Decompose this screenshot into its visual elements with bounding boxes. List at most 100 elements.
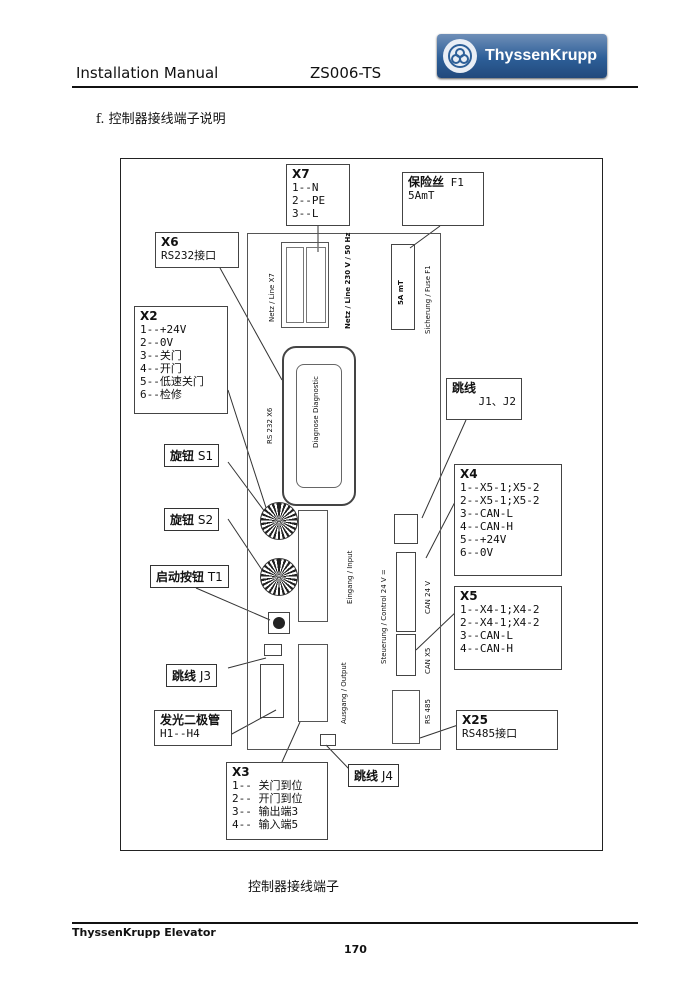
callout-x2-line: 5--低速关门 [140, 375, 204, 388]
callout-x25: X25 RS485接口 [456, 710, 558, 750]
brand-emblem-icon [443, 39, 477, 73]
jumper-j3[interactable] [264, 644, 282, 656]
callout-x3-line: 4-- 输入端5 [232, 818, 299, 831]
rotary-switch-s1[interactable] [260, 502, 298, 540]
control-label: Steuerung / Control 24 V = [380, 569, 388, 664]
callout-x5-line: 4--CAN-H [460, 642, 513, 655]
callout-x7-line: 2--PE [292, 194, 326, 207]
callout-t1-title: 启动按钮 [156, 570, 205, 584]
header-rule [72, 86, 638, 88]
start-button-t1[interactable] [268, 612, 290, 634]
callout-x4-line: 5--+24V [460, 533, 507, 546]
x7-terminal-block [286, 247, 304, 323]
callout-j3-title: 跳线 [172, 669, 197, 683]
callout-x3-title: X3 [232, 765, 250, 779]
callout-x5-line: 2--X4-1;X4-2 [460, 616, 540, 629]
footer-company: ThyssenKrupp Elevator [72, 926, 216, 939]
callout-t1: 启动按钮 T1 [150, 565, 229, 588]
page-number: 170 [344, 943, 367, 956]
x7-label: Netz / Line X7 [268, 273, 276, 322]
callout-j1j2-title: 跳线 [452, 381, 477, 395]
callout-j3-id: J3 [199, 669, 212, 683]
footer-rule [72, 922, 638, 924]
db9-connector: Diagnose Diagnostic [282, 346, 356, 506]
callout-x4-line: 1--X5-1;X5-2 [460, 481, 540, 494]
line-voltage-label: Netz / Line 230 V / 50 Hz [344, 232, 352, 330]
callout-x2-line: 3--关门 [140, 349, 182, 362]
callout-x7-line: 1--N [292, 181, 319, 194]
callout-x5-title: X5 [460, 589, 478, 603]
callout-j3: 跳线 J3 [166, 664, 218, 687]
callout-x5-line: 3--CAN-L [460, 629, 513, 642]
callout-s1-title: 旋钮 [170, 449, 195, 463]
x3-terminal [298, 644, 328, 722]
callout-x4-line: 2--X5-1;X5-2 [460, 494, 540, 507]
callout-x7-title: X7 [292, 167, 310, 181]
callout-s2: 旋钮 S2 [164, 508, 220, 531]
callout-x5-line: 1--X4-1;X4-2 [460, 603, 540, 616]
callout-x6-desc: RS232接口 [161, 249, 217, 262]
fuse-label: Sicherung / Fuse F1 [424, 265, 432, 334]
callout-x4-line: 6--0V [460, 546, 494, 559]
callout-x25-desc: RS485接口 [462, 727, 518, 740]
header-title: Installation Manual [76, 64, 219, 82]
callout-x2-title: X2 [140, 309, 158, 323]
callout-j1j2-desc: J1、J2 [478, 395, 517, 408]
callout-x6-title: X6 [161, 235, 179, 249]
callout-fuse-value: 5AmT [408, 189, 435, 202]
fuse-f1: 5A mT [391, 244, 415, 330]
callout-led-title: 发光二极管 [160, 713, 221, 727]
callout-s2-title: 旋钮 [170, 513, 195, 527]
callout-x3-line: 1-- 关门到位 [232, 779, 303, 792]
callout-led: 发光二极管 H1--H4 [154, 710, 232, 746]
x2-input-label: Eingang / Input [346, 550, 354, 604]
led-group-h1-h4 [260, 664, 284, 718]
callout-led-desc: H1--H4 [160, 727, 200, 740]
callout-x7: X7 1--N 2--PE 3--L [286, 164, 350, 226]
diagnostic-label: Diagnose Diagnostic [312, 376, 320, 448]
callout-x3-line: 2-- 开门到位 [232, 792, 303, 805]
callout-x2-line: 6--检修 [140, 388, 182, 401]
x2-terminal [298, 510, 328, 622]
callout-x4-title: X4 [460, 467, 478, 481]
callout-x4-line: 3--CAN-L [460, 507, 513, 520]
x4-connector [396, 552, 416, 632]
rotary-switch-s2[interactable] [260, 558, 298, 596]
callout-fuse-id: F1 [450, 176, 464, 189]
callout-j4-title: 跳线 [354, 769, 379, 783]
x7-pin-numbers [306, 247, 326, 323]
callout-fuse-f1: 保险丝 F1 5AmT [402, 172, 484, 226]
callout-s2-id: S2 [197, 513, 214, 527]
brand-logo: ThyssenKrupp [437, 34, 607, 78]
button-cap-icon [273, 617, 285, 629]
callout-j4: 跳线 J4 [348, 764, 400, 787]
x5-connector [396, 634, 416, 676]
figure-caption: 控制器接线端子 [248, 880, 340, 895]
can24-label: CAN 24 V [424, 580, 432, 614]
callout-x2: X2 1--+24V 2--0V 3--关门 4--开门 5--低速关门 6--… [134, 306, 228, 414]
jumper-j4[interactable] [320, 734, 336, 746]
callout-x2-line: 1--+24V [140, 323, 187, 336]
callout-x6: X6 RS232接口 [155, 232, 239, 268]
jumpers-j1-j2[interactable] [394, 514, 418, 544]
callout-s1: 旋钮 S1 [164, 444, 220, 467]
rs485-label: RS 485 [424, 699, 432, 724]
callout-j1-j2: 跳线 J1、J2 [446, 378, 522, 420]
section-title: f. 控制器接线端子说明 [96, 112, 226, 127]
callout-fuse-title: 保险丝 [408, 175, 445, 189]
db9-shell [296, 364, 342, 488]
controller-board: Netz / Line X7 Netz / Line 230 V / 50 Hz… [247, 233, 441, 750]
callout-x2-line: 4--开门 [140, 362, 182, 375]
x25-terminal [392, 690, 420, 744]
callout-x2-line: 2--0V [140, 336, 174, 349]
fuse-value: 5A mT [397, 280, 405, 305]
document-code: ZS006-TS [310, 64, 382, 82]
callout-x4-line: 4--CAN-H [460, 520, 513, 533]
callout-x3: X3 1-- 关门到位 2-- 开门到位 3-- 输出端3 4-- 输入端5 [226, 762, 328, 840]
x7-connector [281, 242, 329, 328]
callout-x25-title: X25 [462, 713, 488, 727]
brand-name: ThyssenKrupp [485, 47, 598, 64]
callout-x5: X5 1--X4-1;X4-2 2--X4-1;X4-2 3--CAN-L 4-… [454, 586, 562, 670]
callout-j4-id: J4 [381, 769, 394, 783]
